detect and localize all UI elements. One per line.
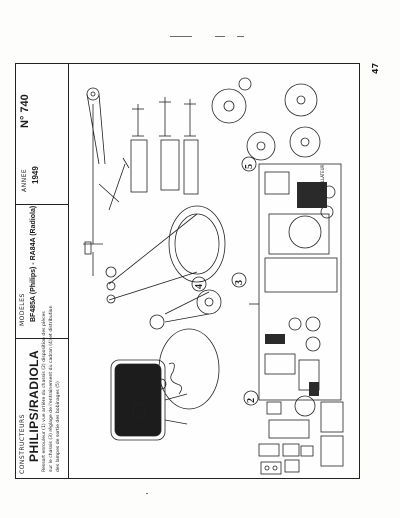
notes-line-3: des lampes de sortie des bobinages (5) xyxy=(56,381,61,472)
notes-line-2: sur le chassis (3) réglage de l'entraine… xyxy=(49,305,54,472)
dial-cord-drawing xyxy=(108,205,226,410)
notes-line-1: Ressort enrouleur (1) vue arrière du cha… xyxy=(42,311,47,472)
spring-assembly-drawing xyxy=(83,87,117,304)
callout-4: 4 xyxy=(194,284,205,289)
callout-3: 3 xyxy=(234,280,245,285)
year-value: 1949 xyxy=(31,166,40,184)
scan-mark xyxy=(237,36,244,37)
header-divider xyxy=(16,338,68,339)
scan-mark xyxy=(146,493,148,494)
brand-name: PHILIPS/RADIOLA xyxy=(27,349,41,462)
scan-mark xyxy=(215,36,225,37)
knob-assembly-drawing xyxy=(98,97,199,211)
callout-2: 2 xyxy=(246,398,257,403)
callout-5: 5 xyxy=(244,164,255,169)
tube-socket-diagrams xyxy=(211,77,321,161)
connector-drawing xyxy=(260,461,282,475)
cabinet-front-drawing xyxy=(110,359,188,441)
annee-label: ANNEE xyxy=(21,168,28,192)
document-sheet: CONSTRUCTEURS PHILIPS/RADIOLA MODELES BF… xyxy=(15,63,360,479)
constructeurs-label: CONSTRUCTEURS xyxy=(19,414,26,474)
header-divider xyxy=(16,204,68,205)
callout-1: 1 xyxy=(134,411,145,416)
header-band: CONSTRUCTEURS PHILIPS/RADIOLA MODELES BF… xyxy=(16,64,69,478)
technical-drawings xyxy=(83,77,344,475)
chassis-rear-drawing xyxy=(249,163,342,417)
modeles-label: MODELES xyxy=(19,293,26,326)
oscillator-label: OSCILLATEUR xyxy=(320,164,325,192)
chassis-parts-drawing xyxy=(258,401,344,473)
callout-group xyxy=(131,156,259,419)
model-names: BF485A (Philips) - RA84A (Radiola) xyxy=(30,205,37,322)
record-number: N° 740 xyxy=(19,94,31,128)
scan-mark xyxy=(170,36,192,37)
page-number: 47 xyxy=(371,62,380,74)
